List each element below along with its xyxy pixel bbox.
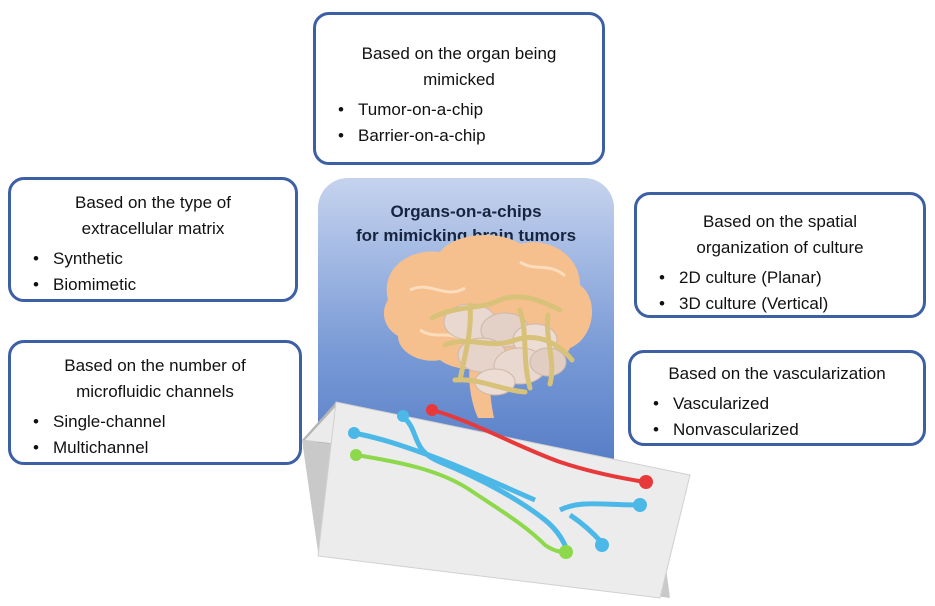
vessel-network — [429, 294, 575, 395]
vascularization-list: Vascularized Nonvascularized — [645, 391, 909, 443]
outlet-red — [639, 475, 653, 489]
channels-heading-line1: Based on the number of — [64, 356, 246, 375]
spatial-category-box: Based on the spatial organization of cul… — [634, 192, 926, 318]
channels-heading-line2: microfluidic channels — [76, 382, 234, 401]
vascularization-heading: Based on the vascularization — [645, 361, 909, 387]
list-item: Single-channel — [25, 409, 285, 435]
channel-blue-1 — [401, 415, 571, 553]
channel-red — [431, 408, 646, 484]
microfluidic-chip — [302, 401, 691, 599]
organ-category-box: Based on the organ being mimicked Tumor-… — [313, 12, 605, 165]
list-item: Barrier-on-a-chip — [330, 123, 588, 149]
inlet-red — [426, 404, 438, 416]
list-item: Synthetic — [25, 246, 281, 272]
spatial-list: 2D culture (Planar) 3D culture (Vertical… — [651, 265, 909, 317]
outlet-blue-2 — [595, 538, 609, 552]
vascularization-category-box: Based on the vascularization Vascularize… — [628, 350, 926, 446]
channels-heading: Based on the number of microfluidic chan… — [25, 353, 285, 405]
channels-list: Single-channel Multichannel — [25, 409, 285, 461]
spatial-heading: Based on the spatial organization of cul… — [651, 209, 909, 261]
inlet-blue-2 — [348, 427, 360, 439]
central-title: Organs-on-a-chips for mimicking brain tu… — [318, 200, 614, 248]
matrix-heading-line2: extracellular matrix — [81, 219, 225, 238]
matrix-category-box: Based on the type of extracellular matri… — [8, 177, 298, 302]
matrix-heading: Based on the type of extracellular matri… — [25, 190, 281, 242]
list-item: Tumor-on-a-chip — [330, 97, 588, 123]
organ-heading-line2: mimicked — [423, 70, 495, 89]
list-item: 2D culture (Planar) — [651, 265, 909, 291]
inlet-green — [350, 449, 362, 461]
outlet-green — [559, 545, 573, 559]
list-item: Vascularized — [645, 391, 909, 417]
vascularization-heading-line1: Based on the vascularization — [668, 364, 886, 383]
channels-category-box: Based on the number of microfluidic chan… — [8, 340, 302, 465]
spatial-heading-line1: Based on the spatial — [702, 212, 858, 231]
outlet-blue-1 — [633, 498, 647, 512]
organ-heading: Based on the organ being mimicked — [330, 41, 588, 93]
central-title-line2: for mimicking brain tumors — [355, 226, 577, 245]
organ-heading-line1: Based on the organ being — [361, 44, 557, 63]
channel-blue-3 — [558, 501, 641, 513]
organ-list: Tumor-on-a-chip Barrier-on-a-chip — [330, 97, 588, 149]
list-item: 3D culture (Vertical) — [651, 291, 909, 317]
central-title-line1: Organs-on-a-chips — [390, 202, 542, 221]
channel-green — [355, 453, 567, 554]
list-item: Nonvascularized — [645, 417, 909, 443]
inlet-blue — [397, 410, 409, 422]
matrix-list: Synthetic Biomimetic — [25, 246, 281, 298]
list-item: Biomimetic — [25, 272, 281, 298]
list-item: Multichannel — [25, 435, 285, 461]
channel-blue-2 — [353, 430, 536, 503]
spatial-heading-line2: organization of culture — [696, 238, 864, 257]
matrix-heading-line1: Based on the type of — [75, 193, 231, 212]
